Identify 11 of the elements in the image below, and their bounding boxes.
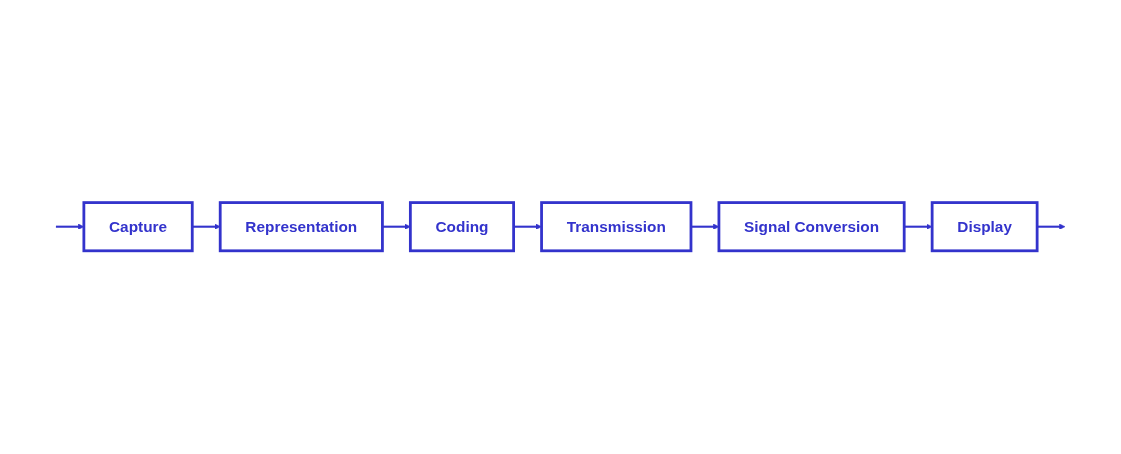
arrow — [904, 223, 933, 231]
node-box: Capture — [82, 201, 194, 253]
node-box: Coding — [408, 201, 515, 253]
node-box: Transmission — [540, 201, 693, 253]
arrow — [1037, 223, 1066, 231]
node-box: Representation — [218, 201, 384, 253]
node-box: Display — [930, 201, 1039, 253]
arrow — [192, 223, 221, 231]
node-box: Signal Conversion — [717, 201, 906, 253]
arrow — [382, 223, 411, 231]
arrow — [513, 223, 542, 231]
